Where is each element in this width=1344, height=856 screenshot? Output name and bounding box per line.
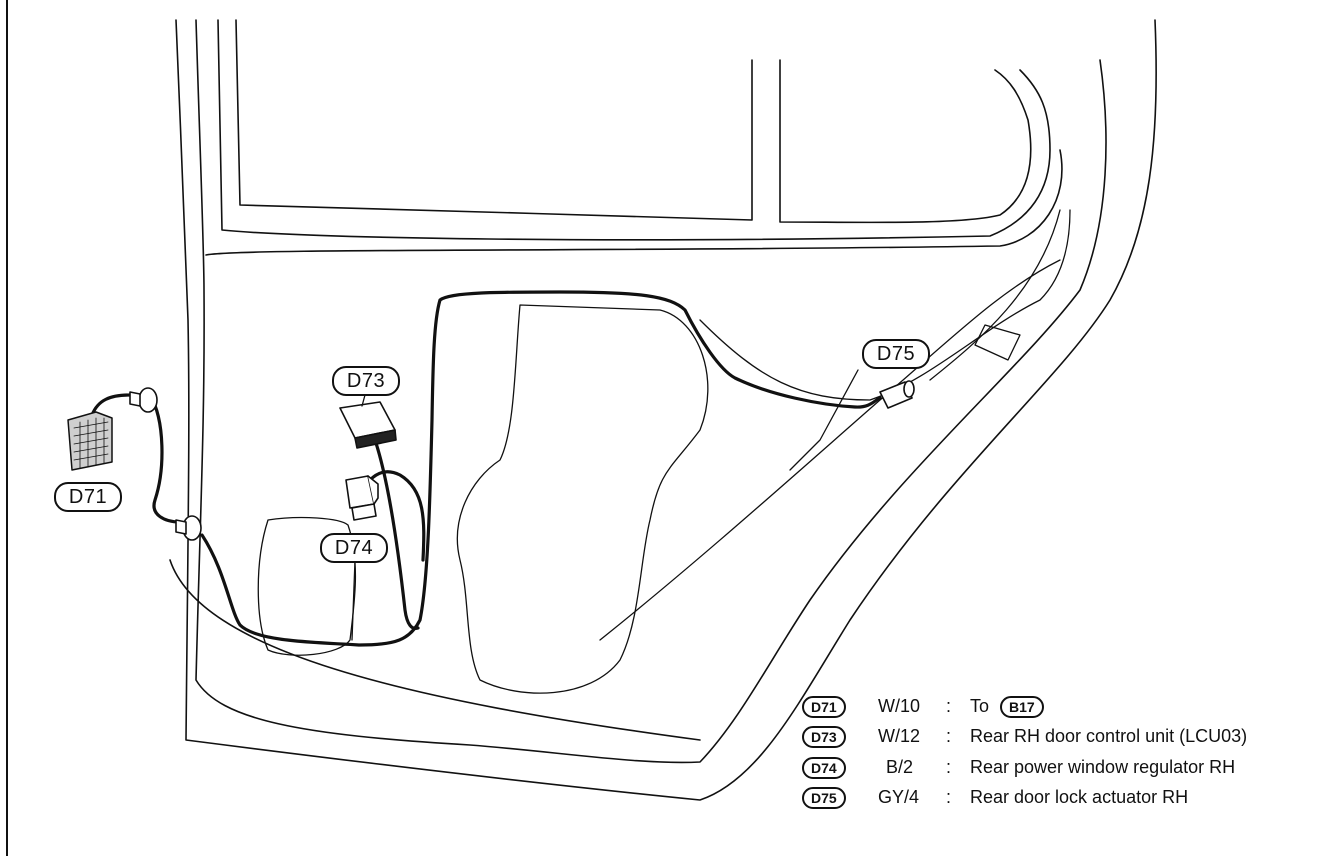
legend-wire: B/2 — [886, 757, 914, 777]
callout-d73: D73 — [332, 366, 400, 396]
grommet-upper — [129, 387, 158, 413]
callout-d71: D71 — [54, 482, 122, 512]
legend-code: D73 — [802, 726, 846, 748]
connector-d74-shape — [345, 475, 379, 521]
legend-wire: W/10 — [878, 696, 921, 716]
callout-d74: D74 — [320, 533, 388, 563]
wiring-harness — [90, 290, 882, 647]
legend-code: D75 — [802, 787, 846, 809]
legend-code: D74 — [802, 757, 846, 779]
legend-description: Rear door lock actuator RH — [970, 787, 1189, 807]
legend-description: To — [970, 696, 990, 716]
legend-wire: GY/4 — [878, 787, 920, 807]
leader-lines — [351, 369, 859, 641]
connector-d75-shape — [879, 380, 915, 409]
legend-separator: : — [946, 696, 952, 716]
legend-code: D71 — [802, 696, 846, 718]
door-panel-outline — [169, 19, 1157, 801]
legend-wire: W/12 — [878, 726, 921, 746]
connector-d73-shape — [339, 401, 397, 449]
grommet-lower — [175, 515, 202, 541]
callout-d75: D75 — [862, 339, 930, 369]
legend-description: Rear power window regulator RH — [970, 757, 1236, 777]
left-border-line — [6, 0, 8, 856]
legend-target-code: B17 — [1000, 696, 1044, 718]
connector-d71-shape — [67, 411, 113, 471]
legend-description: Rear RH door control unit (LCU03) — [970, 726, 1248, 746]
legend-separator: : — [946, 726, 952, 746]
inner-trim-outline — [257, 209, 1071, 694]
legend-separator: : — [946, 757, 952, 777]
legend-separator: : — [946, 787, 952, 807]
